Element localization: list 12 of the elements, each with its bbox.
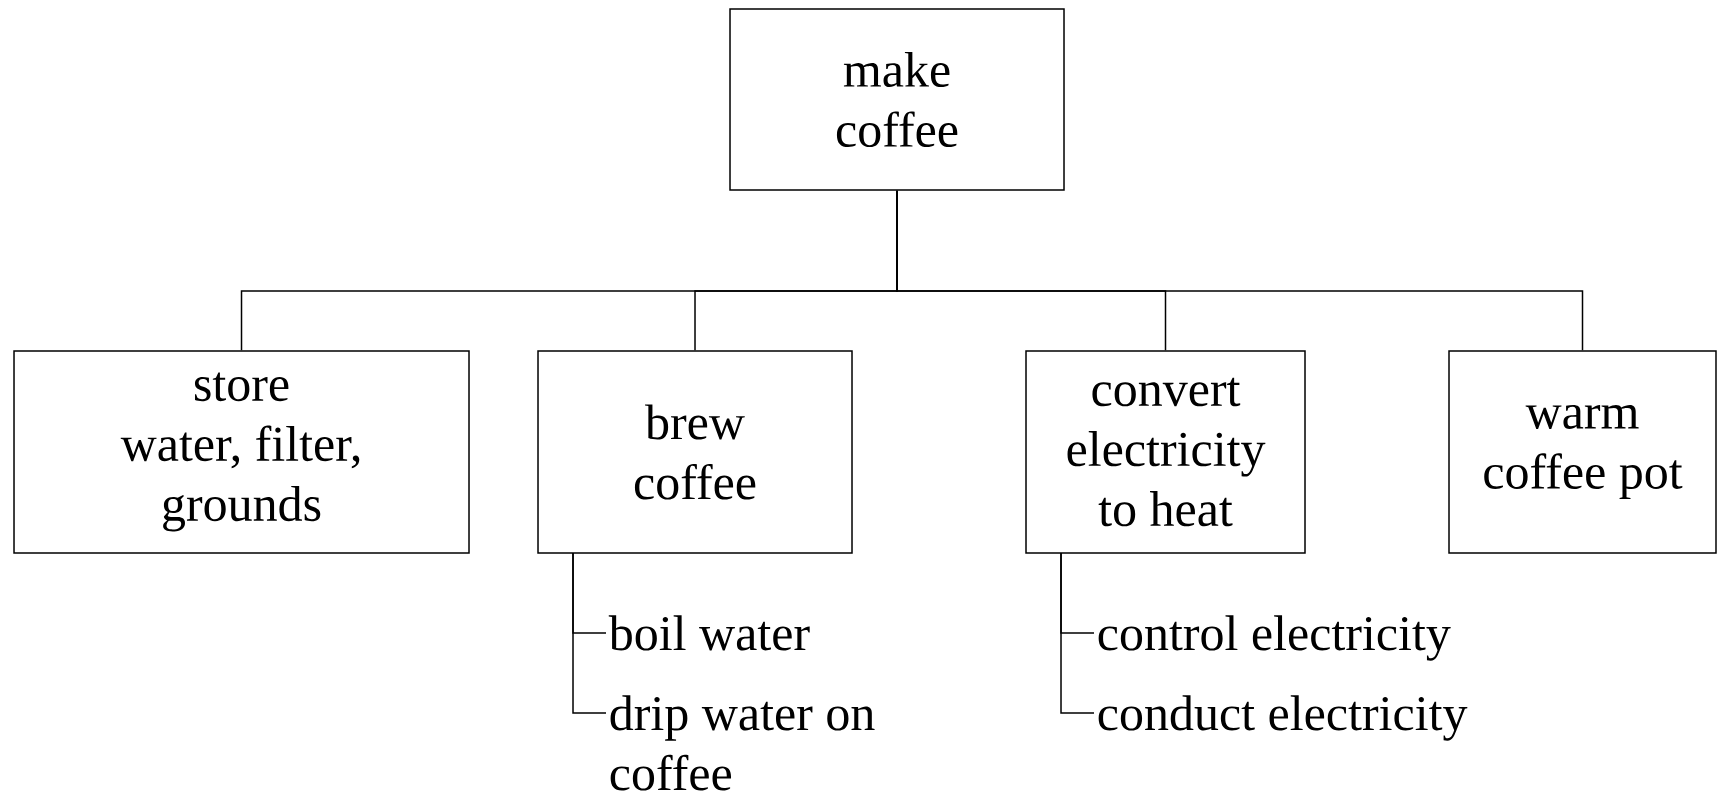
connector-line <box>572 552 607 714</box>
process-box: store water, filter, grounds <box>13 350 470 554</box>
subfunction-text: boil water <box>608 615 810 651</box>
process-box: make coffee <box>729 8 1065 191</box>
subfunction-text: drip water on coffee <box>610 695 875 791</box>
process-box: convert electricity to heat <box>1025 350 1306 554</box>
connector-line <box>1060 552 1095 714</box>
process-box: warm coffee pot <box>1448 350 1717 554</box>
process-box: brew coffee <box>537 350 853 554</box>
connector-line <box>896 190 1584 351</box>
subfunction-text: conduct electricity <box>1098 695 1468 741</box>
subfunction-text: control electricity <box>1098 615 1451 661</box>
